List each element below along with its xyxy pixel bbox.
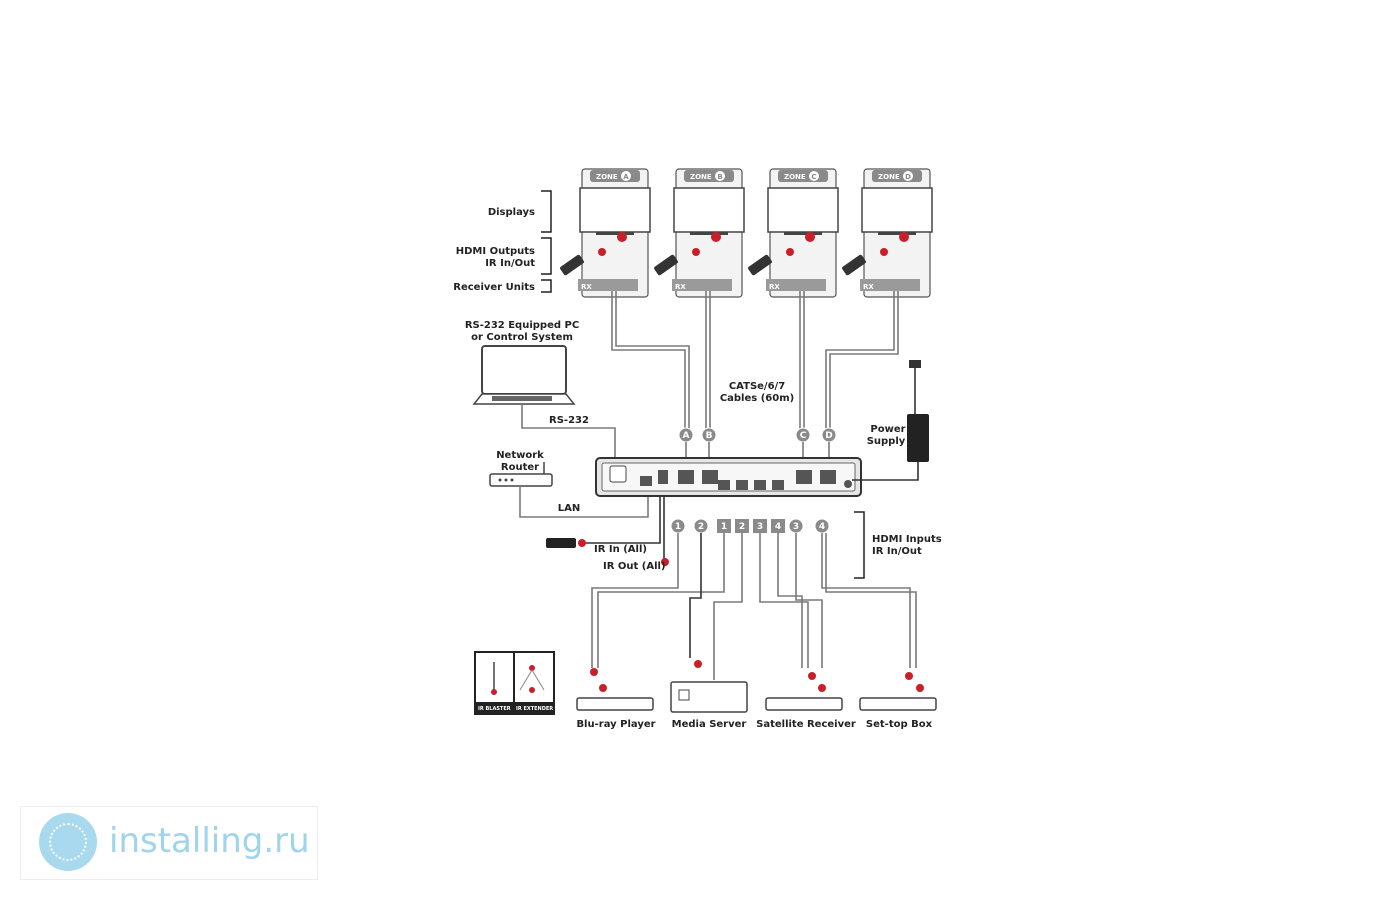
settop-box — [859, 697, 937, 711]
marker-d: D — [825, 431, 832, 441]
source-devices — [576, 660, 937, 713]
marker-a: A — [683, 431, 690, 441]
remote-icon — [748, 254, 772, 276]
source-label-settop: Set-top Box — [866, 719, 933, 730]
ir-port-4: 4 — [819, 522, 825, 532]
hdmi-inputs-label: HDMI Inputs — [872, 534, 942, 545]
display-a — [579, 187, 651, 233]
ir-legend: IR BLASTER IR EXTENDER — [474, 651, 555, 715]
router-label: Network — [496, 450, 544, 461]
watermark: installing.ru — [20, 806, 318, 880]
lan-label: LAN — [558, 503, 580, 514]
satellite-receiver — [765, 697, 843, 711]
ir-blaster-label: IR BLASTER — [478, 706, 511, 712]
laptop-icon — [472, 345, 576, 405]
rx-d-label: RX — [863, 283, 874, 291]
ir-in-label: IR In (All) — [594, 544, 647, 555]
input-markers: 1 2 1 2 3 4 3 4 — [670, 518, 830, 534]
display-d — [861, 187, 933, 233]
ir-port-3: 3 — [793, 522, 799, 532]
hdbaset-matrix — [595, 457, 862, 497]
installing-logo-icon — [39, 813, 97, 871]
ir-all — [546, 496, 669, 566]
power-label: Power — [870, 424, 905, 435]
zone-d-label: ZONE — [878, 173, 900, 181]
marker-b: B — [706, 431, 713, 441]
rx-c-label: RX — [769, 283, 780, 291]
remote-icon — [654, 254, 678, 276]
zone-a-letter: A — [623, 173, 629, 181]
source-cables — [591, 533, 917, 680]
power-supply — [852, 360, 929, 481]
zone-markers: A B C D — [678, 427, 837, 443]
zone-c: ZONE C RX — [748, 168, 839, 298]
display-c — [767, 187, 839, 233]
zone-d-letter: D — [905, 173, 911, 181]
ir-port-2: 2 — [698, 522, 704, 532]
hdmi-port-4: 4 — [775, 522, 781, 532]
watermark-text: installing.ru — [109, 821, 310, 861]
cat-cables-length-label: Cables (60m) — [720, 393, 794, 404]
ir-out-label: IR Out (All) — [603, 561, 666, 572]
zone-a-label: ZONE — [596, 173, 618, 181]
zone-d: ZONE D RX — [842, 168, 933, 298]
rx-b-label: RX — [675, 283, 686, 291]
router-label-2: Router — [501, 462, 539, 473]
source-label-media-server: Media Server — [672, 719, 747, 730]
remote-icon — [842, 254, 866, 276]
hdmi-port-2: 2 — [739, 522, 745, 532]
bluray-player — [576, 697, 654, 711]
displays-label: Displays — [488, 207, 535, 218]
zone-a: ZONE A RX — [560, 168, 651, 298]
left-labels: Displays HDMI Outputs IR In/Out Receiver… — [453, 190, 552, 293]
hdmi-outputs-label: HDMI Outputs — [456, 246, 535, 257]
zone-c-letter: C — [811, 173, 816, 181]
ir-port-1: 1 — [675, 522, 681, 532]
zone-b: ZONE B RX — [654, 168, 745, 298]
zone-c-label: ZONE — [784, 173, 806, 181]
marker-c: C — [800, 431, 807, 441]
router-icon — [489, 462, 553, 487]
ir-receiver-icon — [546, 538, 576, 548]
display-b — [673, 187, 745, 233]
media-server — [670, 681, 748, 713]
ir-inout-label: IR In/Out — [485, 258, 535, 269]
cat-cables — [611, 291, 899, 430]
source-label-bluray: Blu-ray Player — [576, 719, 655, 730]
hdmi-port-3: 3 — [757, 522, 763, 532]
receiver-units-label: Receiver Units — [453, 282, 535, 293]
source-label-satellite: Satellite Receiver — [756, 719, 856, 730]
zone-b-letter: B — [717, 173, 722, 181]
cat-cables-label: CATSe/6/7 — [729, 381, 785, 392]
hdmi-inputs-ir-label: IR In/Out — [872, 546, 922, 557]
pc-label-2: or Control System — [471, 332, 573, 343]
zone-b-label: ZONE — [690, 173, 712, 181]
remote-icon — [560, 254, 584, 276]
power-label-2: Supply — [867, 436, 906, 447]
rs232-label: RS-232 — [549, 415, 589, 426]
ir-extender-label: IR EXTENDER — [516, 706, 553, 712]
pc-label: RS-232 Equipped PC — [465, 320, 579, 331]
hdmi-port-1: 1 — [721, 522, 727, 532]
rx-a-label: RX — [581, 283, 592, 291]
